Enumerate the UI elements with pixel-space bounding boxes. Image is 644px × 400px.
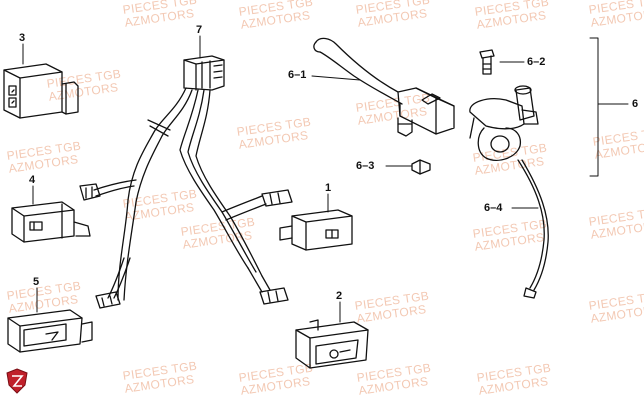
callout-6-4: 6–4 (484, 202, 503, 214)
callout-3: 3 (19, 32, 26, 44)
switch-part-1 (279, 209, 353, 251)
master-cylinder-6 (469, 85, 539, 161)
callout-6-2: 6–2 (527, 56, 546, 68)
callout-2: 2 (336, 290, 343, 302)
callout-6-3: 6–3 (356, 160, 375, 172)
callout-7: 7 (196, 24, 203, 36)
callout-6-1: 6–1 (288, 69, 307, 81)
callout-5: 5 (33, 276, 40, 288)
wire-harness-7 (79, 55, 293, 309)
switch-part-2 (295, 319, 369, 369)
azmotors-shield-logo-icon (6, 368, 28, 394)
switch-part-5 (7, 309, 93, 353)
bolt-6-2 (479, 49, 495, 75)
callout-6: 6 (632, 98, 639, 110)
callout-1: 1 (325, 182, 332, 194)
leader-lines (22, 35, 629, 323)
nut-6-3 (411, 159, 431, 175)
cable-6-4 (517, 159, 549, 299)
switch-part-4 (11, 201, 91, 243)
callout-4: 4 (29, 174, 36, 186)
switch-part-3 (3, 63, 79, 119)
brake-lever-6-1 (313, 37, 455, 137)
